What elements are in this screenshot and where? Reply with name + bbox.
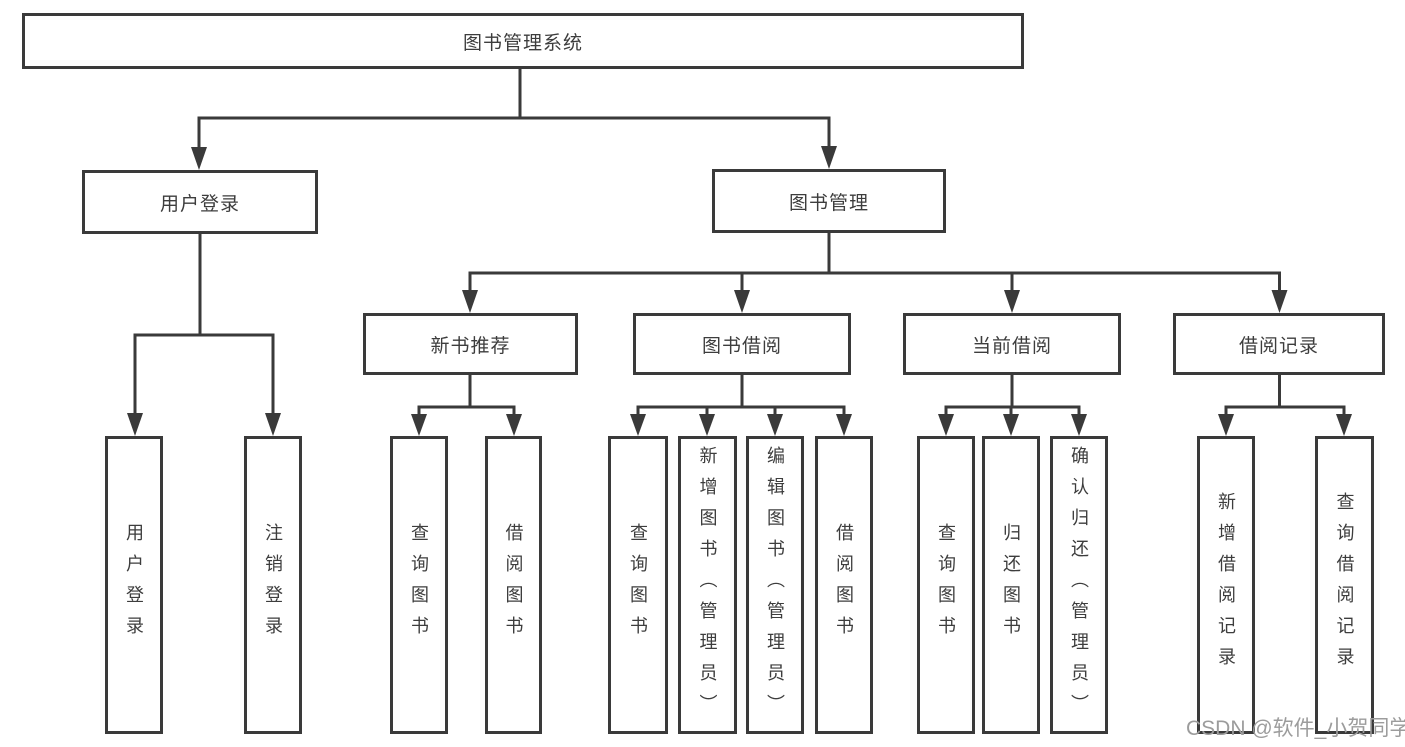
- node-bb-query-books-label: 查询图书: [628, 523, 648, 647]
- node-user-login-branch-label: 用户登录: [159, 193, 240, 215]
- node-cb-confirm-return-admin-label: 确认归还（管理员）: [1069, 445, 1089, 725]
- node-borrow-records-label: 借阅记录: [1238, 335, 1319, 357]
- node-book-management-branch: 图书管理: [712, 169, 946, 233]
- node-br-query-record: 查询借阅记录: [1315, 436, 1374, 734]
- node-br-query-record-label: 查询借阅记录: [1334, 492, 1355, 678]
- node-bb-edit-books-admin: 编辑图书（管理员）: [746, 436, 804, 734]
- node-user-login-leaf-label: 用户登录: [124, 523, 144, 647]
- node-cb-confirm-return-admin: 确认归还（管理员）: [1050, 436, 1108, 734]
- node-book-borrowing: 图书借阅: [633, 313, 851, 375]
- node-bb-add-books-admin: 新增图书（管理员）: [678, 436, 737, 734]
- node-cb-return-books-label: 归还图书: [1001, 523, 1021, 647]
- node-new-book-recommend: 新书推荐: [363, 313, 578, 375]
- csdn-watermark: CSDN @软件_小贺同学: [1186, 717, 1405, 740]
- node-bb-edit-books-admin-label: 编辑图书（管理员）: [765, 445, 785, 725]
- node-bb-borrow-books-label: 借阅图书: [834, 523, 854, 647]
- node-nb-borrow-books: 借阅图书: [485, 436, 542, 734]
- node-nb-query-books: 查询图书: [390, 436, 448, 734]
- node-book-management-system: 图书管理系统: [22, 13, 1024, 69]
- node-book-management-branch-label: 图书管理: [788, 192, 869, 214]
- node-cb-query-books-label: 查询图书: [936, 523, 956, 647]
- node-br-add-record-label: 新增借阅记录: [1216, 492, 1236, 678]
- node-bb-query-books: 查询图书: [608, 436, 668, 734]
- node-cb-query-books: 查询图书: [917, 436, 975, 734]
- node-cb-return-books: 归还图书: [982, 436, 1040, 734]
- node-book-management-system-label: 图书管理系统: [462, 32, 583, 54]
- node-bb-borrow-books: 借阅图书: [815, 436, 873, 734]
- node-new-book-recommend-label: 新书推荐: [430, 335, 511, 357]
- node-user-login-leaf: 用户登录: [105, 436, 163, 734]
- node-bb-add-books-admin-label: 新增图书（管理员）: [697, 445, 718, 725]
- node-user-login-branch: 用户登录: [82, 170, 318, 234]
- node-current-borrowing-label: 当前借阅: [971, 335, 1052, 357]
- node-borrow-records: 借阅记录: [1173, 313, 1385, 375]
- node-nb-query-books-label: 查询图书: [409, 523, 429, 647]
- node-nb-borrow-books-label: 借阅图书: [503, 523, 524, 647]
- node-book-borrowing-label: 图书借阅: [701, 335, 782, 357]
- node-br-add-record: 新增借阅记录: [1197, 436, 1255, 734]
- node-logout-leaf: 注销登录: [244, 436, 302, 734]
- node-current-borrowing: 当前借阅: [903, 313, 1121, 375]
- node-logout-leaf-label: 注销登录: [263, 523, 283, 647]
